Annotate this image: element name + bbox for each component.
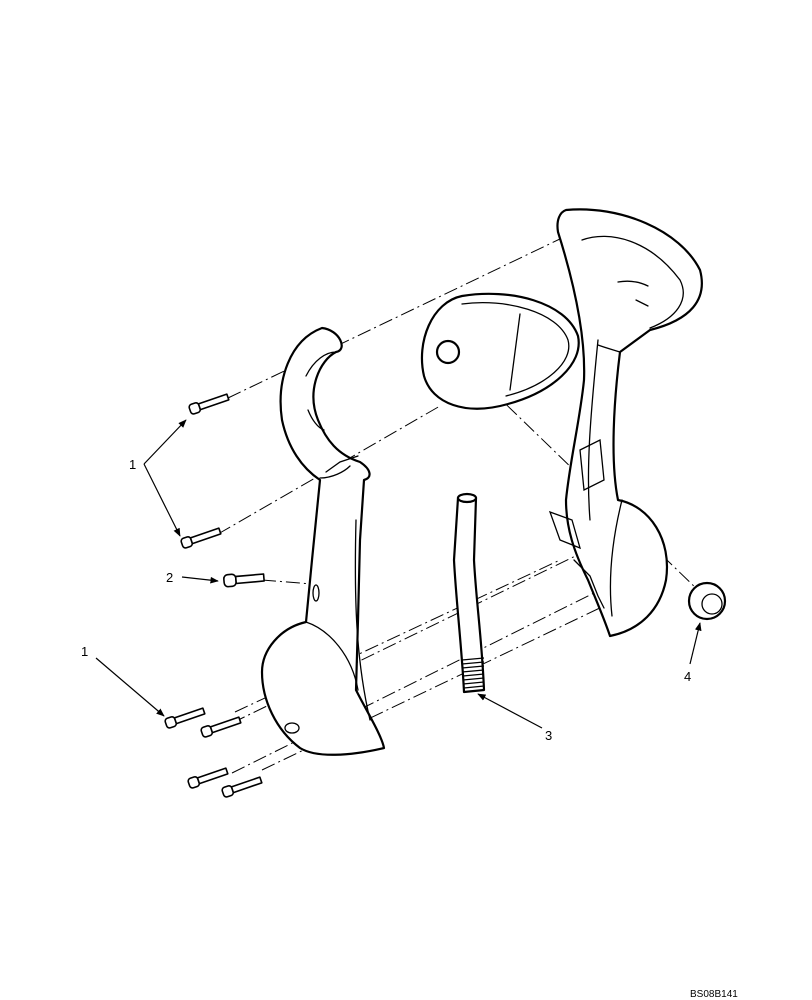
right-handle-housing <box>548 208 703 638</box>
callout-2: 2 <box>166 570 173 585</box>
callout-3: 3 <box>545 728 552 743</box>
leader-lines <box>95 419 702 729</box>
screws <box>164 393 265 798</box>
screw-upper <box>188 393 230 415</box>
control-tube <box>452 492 486 694</box>
callout-4: 4 <box>684 669 691 684</box>
oval-switch-plate <box>420 292 580 410</box>
left-handle-housing <box>260 326 386 756</box>
tube-threads <box>461 657 485 689</box>
screw-lower-3 <box>187 767 229 789</box>
screw-mid <box>180 527 222 549</box>
screw-item-2 <box>223 573 265 588</box>
cap-knob <box>687 581 727 621</box>
callout-1-lower: 1 <box>81 644 88 659</box>
screw-lower-1 <box>164 707 206 729</box>
callout-1-upper: 1 <box>129 457 136 472</box>
figure-code: BS08B141 <box>690 989 738 1000</box>
screw-lower-2 <box>200 716 242 738</box>
screw-lower-4 <box>221 776 263 798</box>
